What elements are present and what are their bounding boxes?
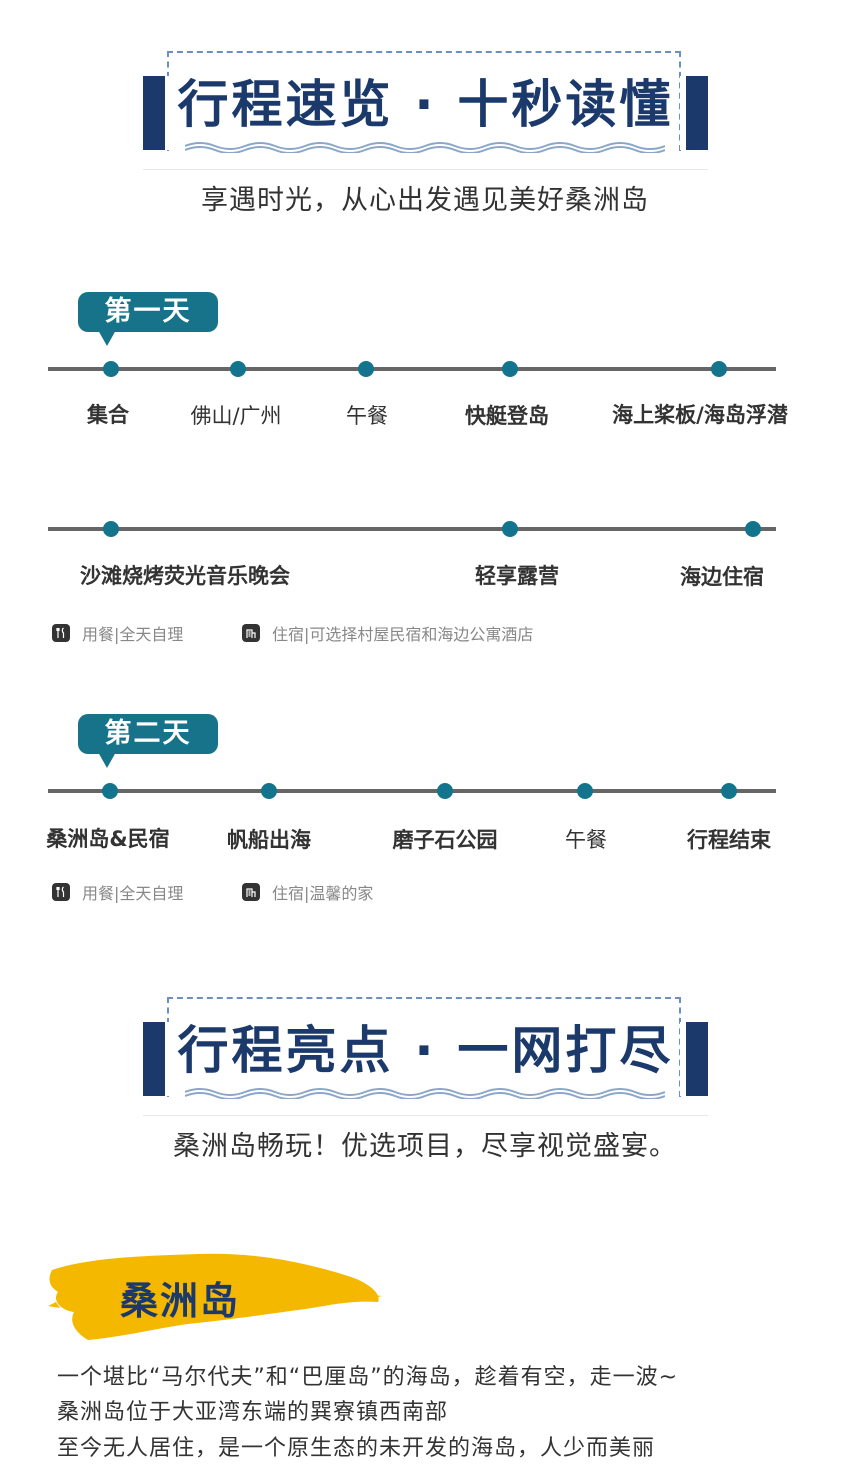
- timeline-dot: [577, 783, 593, 799]
- highlight-paragraph-line: 至今无人居住，是一个原生态的未开发的海岛，人少而美丽: [57, 1436, 656, 1461]
- section-banner-highlights: 行程亮点 · 一网打尽: [143, 997, 708, 1117]
- timeline-stop-label: 海边住宿: [680, 565, 764, 589]
- brush-stroke-decoration: [48, 1253, 382, 1340]
- day-badge-label: 第一天: [104, 296, 192, 327]
- banner-left-bar: [143, 1022, 165, 1096]
- timeline-stop-label: 轻享露营: [475, 564, 559, 588]
- timeline-stop-label: 行程结束: [687, 828, 771, 852]
- timeline-dot: [502, 361, 518, 377]
- timeline-dot: [261, 783, 277, 799]
- timeline-line: [48, 789, 776, 793]
- section-banner-overview: 行程速览 · 十秒读懂: [143, 51, 708, 171]
- meal-info: 用餐|全天自理: [52, 880, 183, 904]
- hotel-building-icon: [242, 883, 260, 901]
- meal-info-text: 用餐|全天自理: [82, 884, 184, 903]
- meal-info: 用餐|全天自理: [52, 621, 183, 645]
- timeline-stop-label: 快艇登岛: [465, 404, 549, 428]
- timeline-stop-label: 桑洲岛&民宿: [46, 827, 170, 851]
- banner-right-bar: [686, 76, 708, 150]
- timeline-dot: [103, 361, 119, 377]
- stay-info: 住宿|可选择村屋民宿和海边公寓酒店: [242, 621, 533, 645]
- stay-info-text: 住宿|可选择村屋民宿和海边公寓酒店: [272, 625, 534, 644]
- timeline-dot: [230, 361, 246, 377]
- banner-right-bar: [686, 1022, 708, 1096]
- timeline-stop-label: 磨子石公园: [392, 828, 498, 852]
- stay-info: 住宿|温馨的家: [242, 880, 373, 904]
- timeline-dot: [102, 783, 118, 799]
- day-badge: 第二天: [78, 714, 218, 768]
- banner-left-bar: [143, 76, 165, 150]
- meal-info-text: 用餐|全天自理: [82, 625, 184, 644]
- timeline-stop-label: 佛山/广州: [190, 404, 282, 428]
- timeline-dot: [437, 783, 453, 799]
- stay-info-text: 住宿|温馨的家: [272, 884, 374, 903]
- section-subtitle: 桑洲岛畅玩！优选项目，尽享视觉盛宴。: [173, 1131, 677, 1162]
- timeline-dot: [103, 521, 119, 537]
- fork-knife-icon: [52, 883, 70, 901]
- wave-decoration: [185, 1088, 665, 1099]
- timeline-dot: [502, 521, 518, 537]
- timeline-stop-label: 午餐: [565, 828, 607, 852]
- highlight-paragraph-line: 桑洲岛位于大亚湾东端的巽寮镇西南部: [57, 1400, 449, 1425]
- wave-decoration: [185, 142, 665, 153]
- day-badge: 第一天: [78, 292, 218, 346]
- section-title: 行程速览 · 十秒读懂: [177, 76, 674, 135]
- timeline-stop-label: 海上桨板/海岛浮潜: [612, 403, 788, 427]
- section-subtitle: 享遇时光，从心出发遇见美好桑洲岛: [201, 185, 649, 216]
- timeline-line: [48, 367, 776, 371]
- timeline-stop-label: 午餐: [346, 404, 388, 428]
- fork-knife-icon: [52, 624, 70, 642]
- day-badge-label: 第二天: [104, 718, 192, 749]
- hotel-building-icon: [242, 624, 260, 642]
- highlight-paragraph-line: 一个堪比“马尔代夫”和“巴厘岛”的海岛，趁着有空，走一波~: [57, 1365, 679, 1390]
- section-title: 行程亮点 · 一网打尽: [177, 1022, 674, 1081]
- timeline-stop-label: 帆船出海: [227, 828, 311, 852]
- timeline-line: [48, 527, 776, 531]
- timeline-dot: [711, 361, 727, 377]
- highlight-title: 桑洲岛: [120, 1279, 241, 1323]
- timeline-dot: [721, 783, 737, 799]
- timeline-dot: [745, 521, 761, 537]
- timeline-stop-label: 集合: [87, 403, 129, 427]
- timeline-stop-label: 沙滩烧烤荧光音乐晚会: [80, 564, 290, 588]
- timeline-dot: [358, 361, 374, 377]
